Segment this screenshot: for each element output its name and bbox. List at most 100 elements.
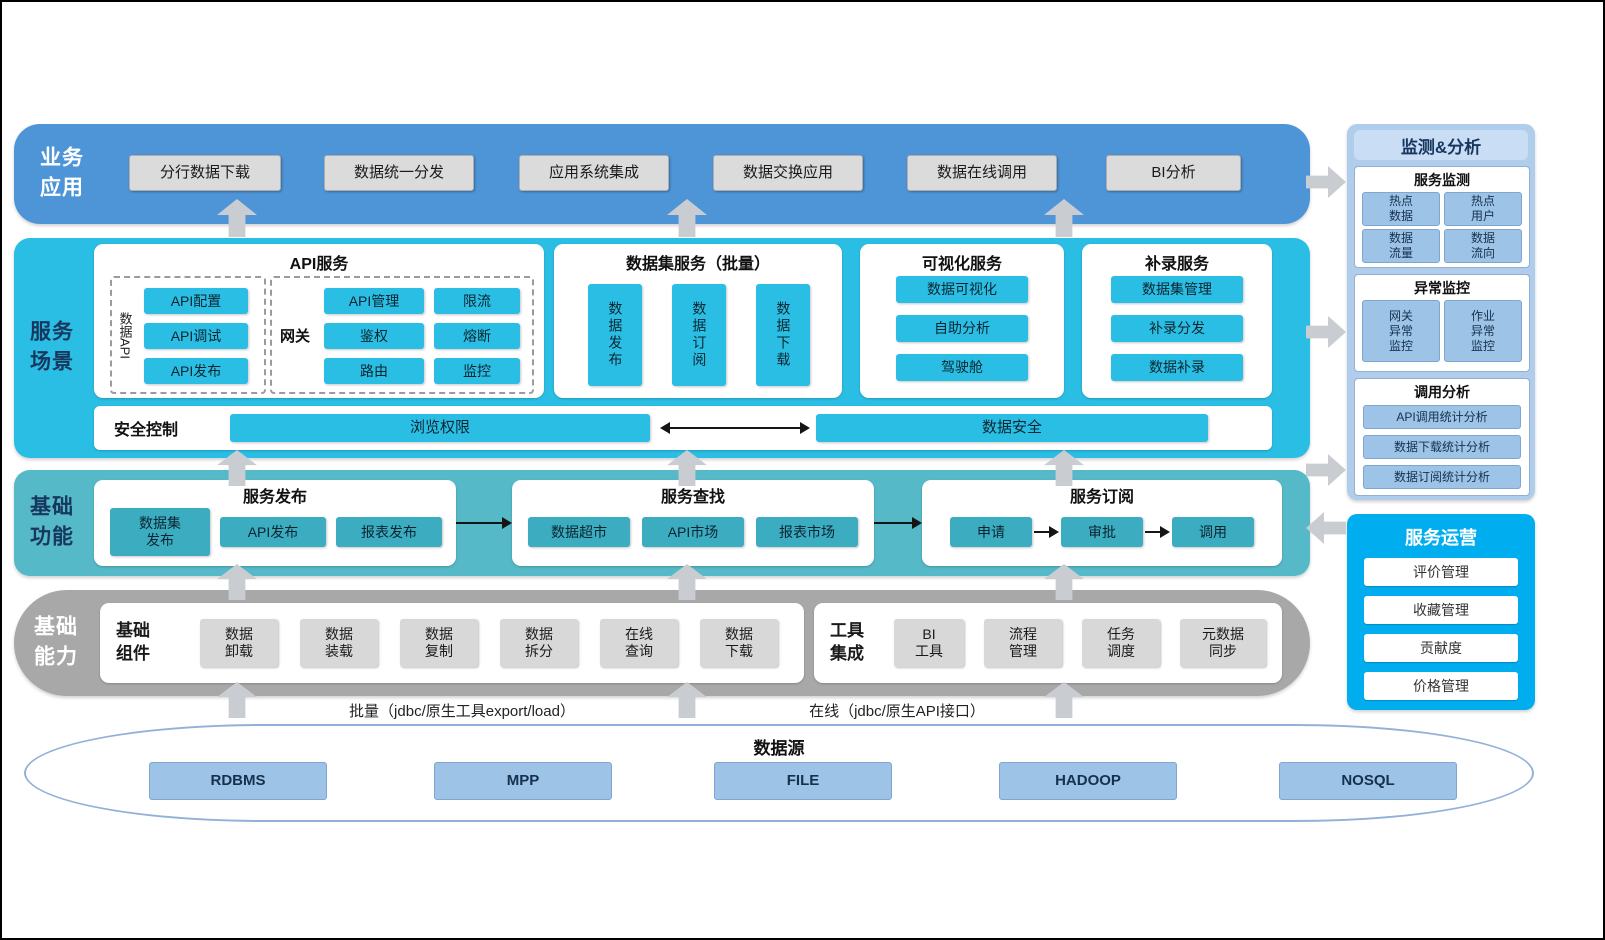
node-data-copy: 数据 复制: [400, 619, 478, 667]
node-process-management: 流程 管理: [984, 619, 1062, 667]
service-monitor-section: 服务监测 热点 数据 热点 用户 数据 流量 数据 流向: [1354, 166, 1530, 268]
node-apply: 申请: [950, 517, 1032, 547]
node-supplement-distribution: 补录分发: [1111, 315, 1243, 342]
node-task-scheduling: 任务 调度: [1082, 619, 1160, 667]
node-bi-tool: BI 工具: [894, 619, 964, 667]
dataset-service-title: 数据集服务（批量）: [625, 256, 770, 273]
basic-components-title: 基础 组件: [116, 621, 150, 663]
batch-flow-label: 批量（jdbc/原生工具export/load）: [349, 703, 575, 720]
node-data-market: 数据超市: [528, 517, 630, 547]
arrow-head-right-icon: [1049, 526, 1059, 538]
operation-panel-title: 服务运营: [1405, 528, 1477, 548]
node-app-system-integration: 应用系统集成: [519, 155, 669, 191]
gateway-label: 网关: [280, 327, 311, 345]
arrow-shaft: [456, 522, 502, 524]
node-data-traffic: 数据 流量: [1362, 229, 1440, 263]
tool-integration-box: 工具 集成 BI 工具 流程 管理 任务 调度 元数据 同步: [814, 603, 1282, 683]
node-evaluation-management: 评价管理: [1364, 558, 1518, 586]
api-service-box: API服务 数据API API配置 API调试 API发布 网关 API管理 限…: [94, 244, 544, 398]
left-arrow-icon: [1306, 512, 1346, 544]
layer-basic-ability: 基础 能力 基础 组件 数据 卸载 数据 装载 数据 复制 数据 拆分 在线 查…: [14, 590, 1310, 696]
arrow-head-right-icon: [1160, 526, 1170, 538]
arrow-shaft: [1145, 531, 1160, 533]
node-unified-data-distribution: 数据统一分发: [324, 155, 474, 191]
node-metadata-sync: 元数据 同步: [1180, 619, 1266, 667]
data-api-group: 数据API API配置 API调试 API发布: [110, 276, 266, 394]
service-monitor-title: 服务监测: [1414, 172, 1470, 188]
invocation-analysis-section: 调用分析 API调用统计分析 数据下载统计分析 数据订阅统计分析: [1354, 378, 1530, 496]
security-control-title: 安全控制: [114, 422, 179, 439]
arrow-head-left-icon: [660, 422, 670, 434]
monitor-panel-title: 监测&分析: [1354, 130, 1528, 160]
node-branch-data-download: 分行数据下载: [129, 155, 281, 191]
node-data-download-ability: 数据 下载: [700, 619, 778, 667]
node-monitoring: 监控: [434, 358, 520, 384]
service-subscribe-box: 服务订阅 申请 审批 调用: [922, 480, 1282, 566]
exception-monitor-section: 异常监控 网关 异常 监控 作业 异常 监控: [1354, 274, 1530, 372]
node-nosql: NOSQL: [1279, 762, 1457, 800]
node-cockpit-dashboard: 驾驶舱: [896, 354, 1028, 381]
node-api-market: API市场: [642, 517, 744, 547]
node-subscribe-stats: 数据订阅统计分析: [1363, 465, 1521, 489]
node-data-unload: 数据 卸载: [200, 619, 278, 667]
node-api-debug: API调试: [144, 323, 248, 349]
supplement-service-box: 补录服务 数据集管理 补录分发 数据补录: [1082, 244, 1272, 398]
node-data-load: 数据 装载: [300, 619, 378, 667]
bidirectional-arrow: [660, 422, 810, 434]
layer-label-service: 服务 场景: [30, 320, 74, 374]
node-api-call-stats: API调用统计分析: [1363, 405, 1521, 429]
node-online-query: 在线 查询: [600, 619, 678, 667]
service-search-title: 服务查找: [660, 489, 725, 506]
node-rdbms: RDBMS: [149, 762, 327, 800]
node-dataset-management: 数据集管理: [1111, 276, 1243, 303]
node-data-supplement: 数据补录: [1111, 354, 1243, 381]
node-api-config: API配置: [144, 288, 248, 314]
node-api-management: API管理: [324, 288, 424, 314]
basic-components-box: 基础 组件 数据 卸载 数据 装载 数据 复制 数据 拆分 在线 查询 数据 下…: [100, 603, 804, 683]
flow-arrow: [874, 517, 922, 529]
layer-basic-functions: 基础 功能 服务发布 数据集 发布 API发布 报表发布 服务查找 数据超市 A…: [14, 470, 1310, 576]
node-hot-data: 热点 数据: [1362, 192, 1440, 226]
node-routing: 路由: [324, 358, 424, 384]
panel-service-operation: 服务运营 评价管理 收藏管理 贡献度 价格管理: [1347, 514, 1535, 710]
arrow-head-right-icon: [800, 422, 810, 434]
node-data-security: 数据安全: [816, 414, 1208, 442]
node-data-subscribe: 数据订阅: [672, 284, 726, 386]
arrow-shaft: [874, 522, 912, 524]
node-favorites-management: 收藏管理: [1364, 596, 1518, 624]
gateway-group: 网关 API管理 限流 鉴权 熔断 路由 监控: [270, 276, 534, 394]
node-hot-users: 热点 用户: [1444, 192, 1522, 226]
node-file: FILE: [714, 762, 892, 800]
node-data-publish: 数据发布: [588, 284, 642, 386]
layer-label-business: 业务 应用: [40, 146, 84, 200]
node-hadoop: HADOOP: [999, 762, 1177, 800]
node-mpp: MPP: [434, 762, 612, 800]
right-arrow-icon: [1306, 454, 1346, 486]
security-control-bar: 安全控制 浏览权限 数据安全: [94, 406, 1272, 450]
service-subscribe-title: 服务订阅: [1069, 489, 1134, 506]
node-price-management: 价格管理: [1364, 672, 1518, 700]
node-rate-limit: 限流: [434, 288, 520, 314]
node-contribution: 贡献度: [1364, 634, 1518, 662]
node-download-stats: 数据下载统计分析: [1363, 435, 1521, 459]
right-arrow-icon: [1306, 166, 1346, 198]
node-dataset-publish: 数据集 发布: [110, 508, 210, 556]
layer-label-ability: 基础 能力: [34, 615, 78, 669]
service-publish-box: 服务发布 数据集 发布 API发布 报表发布: [94, 480, 456, 566]
node-invoke: 调用: [1172, 517, 1254, 547]
invocation-analysis-title: 调用分析: [1414, 384, 1470, 400]
node-bi-analysis: BI分析: [1106, 155, 1241, 191]
node-gateway-exception-monitor: 网关 异常 监控: [1362, 300, 1440, 362]
node-self-service-analysis: 自助分析: [896, 315, 1028, 342]
datasource-title: 数据源: [753, 739, 805, 758]
node-data-split: 数据 拆分: [500, 619, 578, 667]
node-data-flow-direction: 数据 流向: [1444, 229, 1522, 263]
service-publish-title: 服务发布: [242, 489, 307, 506]
node-report-market: 报表市场: [756, 517, 858, 547]
supplement-service-title: 补录服务: [1144, 256, 1209, 273]
node-circuit-break: 熔断: [434, 323, 520, 349]
online-flow-label: 在线（jdbc/原生API接口）: [809, 703, 985, 720]
node-data-exchange-app: 数据交换应用: [713, 155, 863, 191]
layer-service-scenarios: 服务 场景 API服务 数据API API配置 API调试 API发布 网关 A…: [14, 238, 1310, 458]
datasource-band: 数据源 RDBMS MPP FILE HADOOP NOSQL: [24, 724, 1534, 822]
